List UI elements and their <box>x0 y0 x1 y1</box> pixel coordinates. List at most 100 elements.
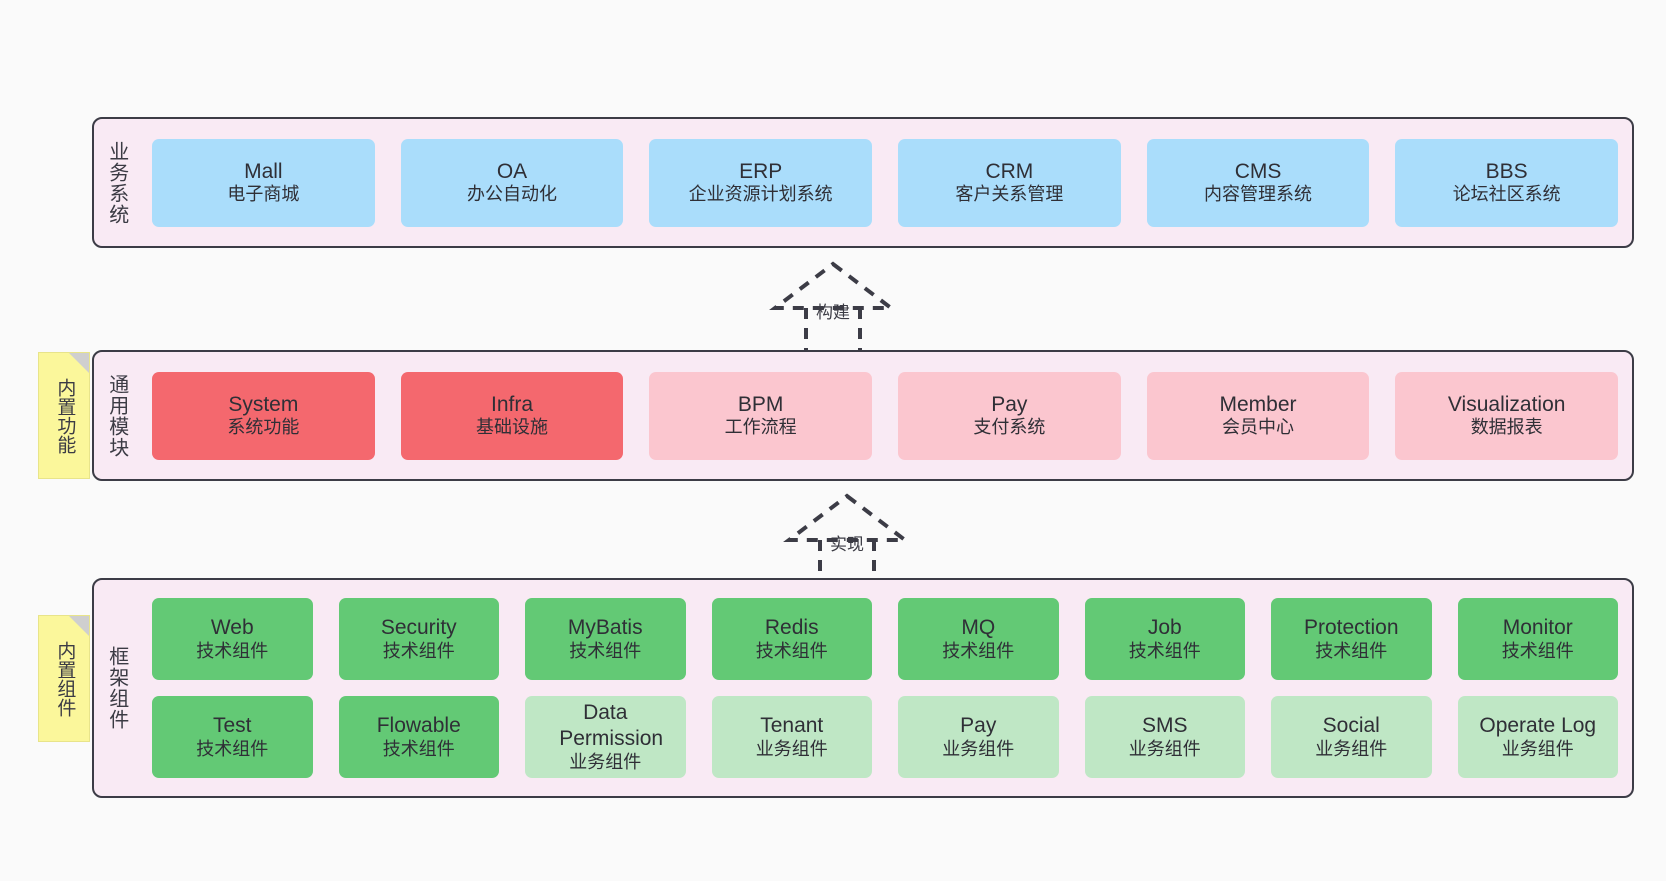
card-subtitle: 论坛社区系统 <box>1452 184 1561 205</box>
card-title: MyBatis <box>567 616 643 640</box>
card-title: MQ <box>961 616 996 640</box>
layer-body-framework-components: Web 技术组件 Security 技术组件 MyBatis 技术组件 Redi… <box>138 580 1632 796</box>
card-title: CRM <box>985 159 1034 183</box>
card-subtitle: 数据报表 <box>1470 417 1543 438</box>
card-subtitle: 业务组件 <box>569 751 642 772</box>
framework-row-technical: Web 技术组件 Security 技术组件 MyBatis 技术组件 Redi… <box>152 598 1618 680</box>
card-pay-business[interactable]: Pay 业务组件 <box>898 696 1059 778</box>
card-subtitle: 业务组件 <box>1128 738 1201 759</box>
connector-build-label: 构建 <box>816 303 850 322</box>
card-subtitle: 基础设施 <box>476 417 548 438</box>
card-monitor[interactable]: Monitor 技术组件 <box>1457 598 1618 680</box>
card-title: Mall <box>244 159 283 183</box>
card-title: Infra <box>490 392 534 416</box>
card-title: Tenant <box>760 714 824 738</box>
layer-body-common-modules: System 系统功能 Infra 基础设施 BPM 工作流程 Pay 支付系统… <box>138 352 1632 479</box>
card-member[interactable]: Member 会员中心 <box>1146 371 1370 460</box>
card-subtitle: 技术组件 <box>196 738 269 759</box>
card-web[interactable]: Web 技术组件 <box>152 598 313 680</box>
card-title: Operate Log <box>1479 714 1597 738</box>
card-title: Monitor <box>1502 616 1573 640</box>
note-builtin-components: 内置组件 <box>38 615 90 742</box>
card-sms[interactable]: SMS 业务组件 <box>1084 696 1245 778</box>
note-label: 内置功能 <box>54 377 76 454</box>
card-bpm[interactable]: BPM 工作流程 <box>649 371 873 460</box>
card-security[interactable]: Security 技术组件 <box>338 598 499 680</box>
card-subtitle: 技术组件 <box>755 640 828 661</box>
note-label: 内置组件 <box>54 640 76 717</box>
card-cms[interactable]: CMS 内容管理系统 <box>1146 138 1370 227</box>
connector-implement: 实现 <box>772 490 922 590</box>
card-subtitle: 系统功能 <box>227 417 300 438</box>
card-social[interactable]: Social 业务组件 <box>1271 696 1432 778</box>
card-title: Test <box>212 714 252 738</box>
card-title: Web <box>210 616 254 640</box>
card-protection[interactable]: Protection 技术组件 <box>1271 598 1432 680</box>
card-test[interactable]: Test 技术组件 <box>152 696 313 778</box>
card-title: BPM <box>737 392 784 416</box>
card-subtitle: 内容管理系统 <box>1204 184 1313 205</box>
card-subtitle: 技术组件 <box>569 640 642 661</box>
card-title: OA <box>496 159 528 183</box>
connector-build: 构建 <box>758 258 908 358</box>
card-subtitle: 技术组件 <box>1501 640 1574 661</box>
card-title: Pay <box>991 392 1028 416</box>
layer-business-systems: 业务系统 Mall 电子商城 OA 办公自动化 ERP 企业资源计划系统 CRM… <box>92 117 1634 248</box>
card-title: System <box>228 392 299 416</box>
card-title: Flowable <box>376 714 461 738</box>
card-oa[interactable]: OA 办公自动化 <box>400 138 624 227</box>
card-infra[interactable]: Infra 基础设施 <box>400 371 624 460</box>
card-subtitle: 技术组件 <box>1315 640 1388 661</box>
card-crm[interactable]: CRM 客户关系管理 <box>898 138 1121 227</box>
card-mq[interactable]: MQ 技术组件 <box>898 598 1059 680</box>
card-bbs[interactable]: BBS 论坛社区系统 <box>1395 138 1619 227</box>
card-redis[interactable]: Redis 技术组件 <box>711 598 872 680</box>
card-title: Job <box>1147 616 1182 640</box>
layer-title-common-modules: 通用模块 <box>105 373 128 458</box>
card-subtitle: 电子商城 <box>227 184 300 205</box>
card-operate-log[interactable]: Operate Log 业务组件 <box>1457 696 1618 778</box>
framework-row-business: Test 技术组件 Flowable 技术组件 Data Permission … <box>152 696 1618 778</box>
card-title: CMS <box>1234 159 1282 183</box>
card-mall[interactable]: Mall 电子商城 <box>152 138 375 227</box>
card-title: Social <box>1322 714 1380 738</box>
card-title: Data Permission <box>559 701 664 751</box>
card-pay[interactable]: Pay 支付系统 <box>898 371 1121 460</box>
note-fold-corner-icon <box>69 616 89 636</box>
card-subtitle: 支付系统 <box>973 417 1046 438</box>
card-title: Security <box>380 616 457 640</box>
card-mybatis[interactable]: MyBatis 技术组件 <box>525 598 686 680</box>
card-subtitle: 业务组件 <box>1501 738 1574 759</box>
card-job[interactable]: Job 技术组件 <box>1084 598 1245 680</box>
layer-common-modules: 通用模块 System 系统功能 Infra 基础设施 BPM 工作流程 Pay… <box>92 350 1634 481</box>
card-title: BBS <box>1485 159 1528 183</box>
card-flowable[interactable]: Flowable 技术组件 <box>338 696 499 778</box>
card-subtitle: 技术组件 <box>942 640 1015 661</box>
card-title: SMS <box>1141 714 1188 738</box>
card-title: Protection <box>1303 616 1399 640</box>
card-subtitle: 技术组件 <box>1128 640 1201 661</box>
connector-implement-label: 实现 <box>830 535 864 554</box>
card-subtitle: 业务组件 <box>1315 738 1388 759</box>
layer-title-business-systems: 业务系统 <box>105 140 128 225</box>
card-subtitle: 业务组件 <box>755 738 828 759</box>
card-title: Pay <box>960 714 997 738</box>
card-data-permission[interactable]: Data Permission 业务组件 <box>525 696 686 778</box>
card-subtitle: 技术组件 <box>196 640 269 661</box>
card-title: Redis <box>764 616 819 640</box>
card-visualization[interactable]: Visualization 数据报表 <box>1395 371 1619 460</box>
card-subtitle: 业务组件 <box>942 738 1015 759</box>
card-subtitle: 工作流程 <box>724 417 797 438</box>
card-system[interactable]: System 系统功能 <box>152 371 375 460</box>
card-subtitle: 办公自动化 <box>467 184 557 205</box>
layer-framework-components: 框架组件 Web 技术组件 Security 技术组件 MyBatis 技术组件… <box>92 578 1634 798</box>
card-title: Visualization <box>1447 392 1566 416</box>
card-subtitle: 技术组件 <box>382 640 455 661</box>
card-subtitle: 客户关系管理 <box>955 184 1064 205</box>
note-fold-corner-icon <box>69 353 89 373</box>
card-tenant[interactable]: Tenant 业务组件 <box>711 696 872 778</box>
card-erp[interactable]: ERP 企业资源计划系统 <box>649 138 873 227</box>
card-subtitle: 会员中心 <box>1222 417 1295 438</box>
card-subtitle: 企业资源计划系统 <box>688 184 833 205</box>
